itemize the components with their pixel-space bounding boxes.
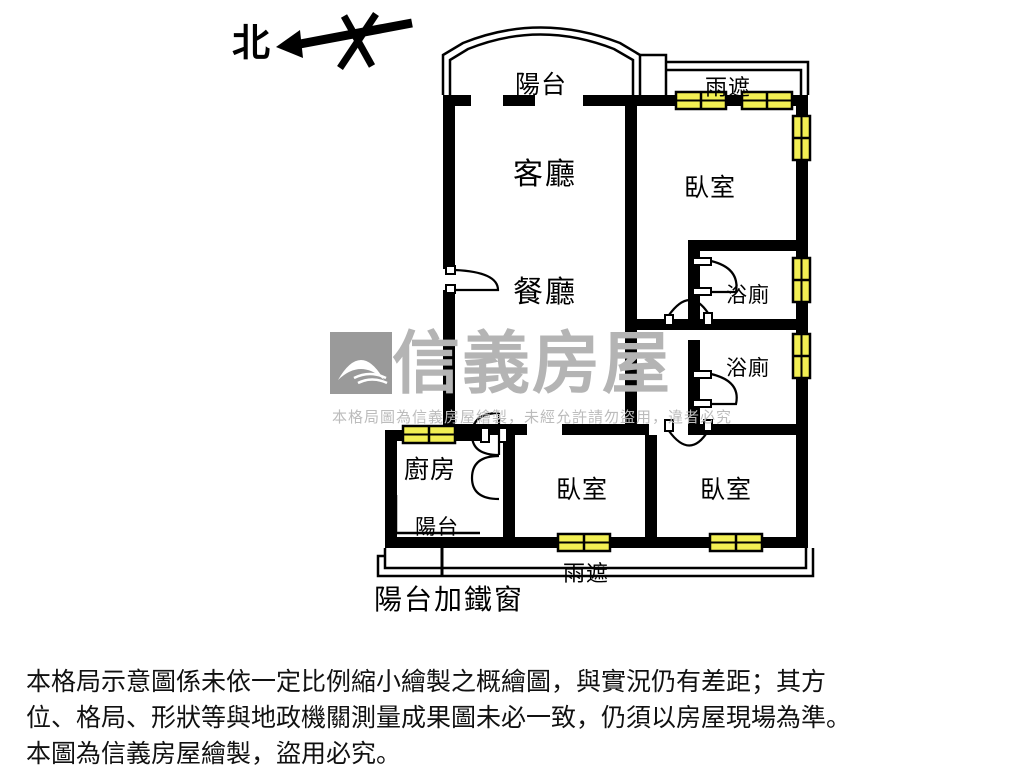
room-label-kitchen: 廚房 <box>404 455 457 484</box>
window-bedroom-north-b <box>740 90 794 111</box>
compass-north-label: 北 <box>232 20 271 65</box>
door-kitchen <box>470 411 508 501</box>
eave-label-eave-south: 雨遮 <box>563 562 610 587</box>
window-bathroom-lower-east <box>791 332 812 380</box>
room-label-rear-balcony: 陽台 <box>415 515 459 539</box>
window-bedroom-south-south <box>708 532 764 553</box>
door-main-entrance <box>445 265 500 294</box>
windows <box>401 90 812 553</box>
window-bathroom-upper-east <box>791 256 812 304</box>
room-label-dining-room: 餐廳 <box>513 275 577 310</box>
disclaimer-line-1: 本格局示意圖係未依一定比例縮小繪製之概繪圖，與實況仍有差距；其方 <box>26 667 827 696</box>
disclaimer-line-3: 本圖為信義房屋繪製，盜用必究。 <box>26 739 402 768</box>
front-balcony-shoulder <box>640 53 668 95</box>
eave-south-outline <box>376 548 815 578</box>
room-label-bedroom-south: 臥室 <box>700 475 753 504</box>
eave-north-outline <box>666 60 810 95</box>
room-label-bedroom-middle: 臥室 <box>556 475 609 504</box>
window-kitchen <box>401 424 457 445</box>
door-hall-upper <box>664 298 713 326</box>
callout-balcony-iron-window: 陽台加鐵窗 <box>374 583 525 616</box>
front-balcony-outline <box>441 26 642 95</box>
room-label-front-balcony: 陽台 <box>515 70 568 99</box>
door-bedroom-south <box>664 419 713 447</box>
north-arrow-icon <box>276 12 413 70</box>
disclaimer-text: 本格局示意圖係未依一定比例縮小繪製之概繪圖，與實況仍有差距；其方 位、格局、形狀… <box>26 664 1006 772</box>
room-label-bathroom-upper: 浴廁 <box>726 283 770 307</box>
doors <box>445 257 738 501</box>
door-bathroom-lower <box>692 370 738 408</box>
window-bedroom-middle-south <box>556 532 612 553</box>
room-label-bedroom-north: 臥室 <box>684 173 737 202</box>
room-label-living-room: 客廳 <box>513 157 577 192</box>
window-bedroom-north-a <box>674 90 728 111</box>
room-label-bathroom-lower: 浴廁 <box>726 356 770 380</box>
window-bedroom-east <box>791 114 812 162</box>
door-bathroom-upper <box>692 257 738 296</box>
eave-label-eave-north: 雨遮 <box>705 76 752 101</box>
disclaimer-line-2: 位、格局、形狀等與地政機關測量成果圖未必一致，仍須以房屋現場為準。 <box>26 703 852 732</box>
